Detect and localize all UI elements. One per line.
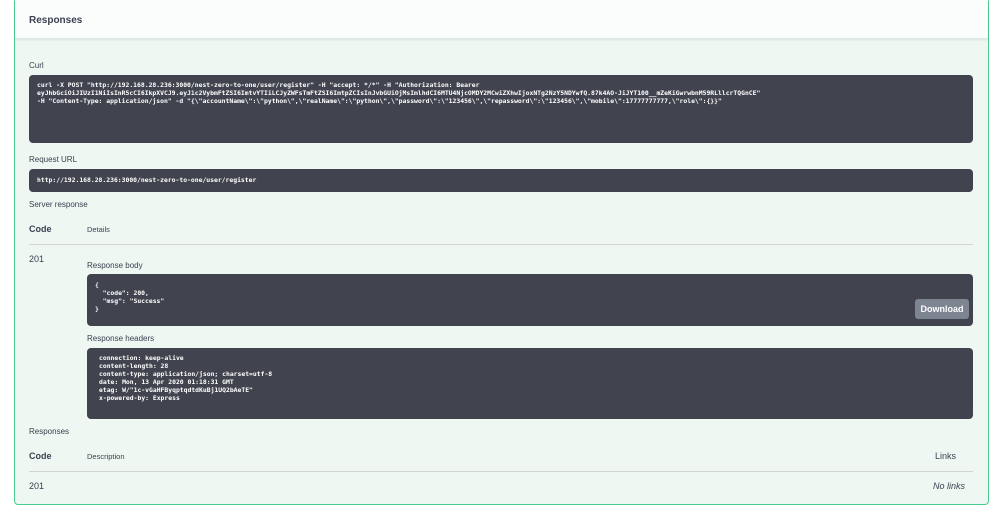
section-title: Responses [29, 15, 83, 26]
response-body: { "code": 200, "msg": "Success" } [87, 274, 973, 326]
responses-panel: Responses Curl curl -X POST "http://192.… [14, 0, 989, 505]
col-code: Code [29, 451, 52, 461]
curl-command[interactable]: curl -X POST "http://192.168.28.236:3000… [29, 75, 973, 143]
download-button[interactable]: Download [915, 299, 969, 319]
col-links: Links [935, 451, 957, 461]
curl-label: Curl [29, 61, 44, 70]
responses-label: Responses [29, 427, 70, 436]
response-body-label: Response body [87, 261, 143, 270]
col-code: Code [29, 224, 52, 234]
response-row-code: 201 [29, 481, 45, 491]
col-description: Description [87, 452, 125, 461]
request-url-label: Request URL [29, 155, 78, 164]
divider [29, 471, 973, 472]
request-url-value[interactable]: http://192.168.28.236:3000/nest-zero-to-… [29, 169, 973, 192]
response-body-text: { "code": 200, "msg": "Success" } [95, 281, 165, 313]
responses-header: Responses [15, 0, 988, 39]
divider [29, 244, 973, 245]
response-row-links: No links [933, 481, 966, 491]
response-headers: connection: keep-alive content-length: 2… [87, 348, 973, 419]
col-details: Details [87, 225, 110, 234]
response-headers-label: Response headers [87, 334, 155, 343]
server-response-label: Server response [29, 200, 88, 209]
response-code: 201 [29, 254, 45, 264]
